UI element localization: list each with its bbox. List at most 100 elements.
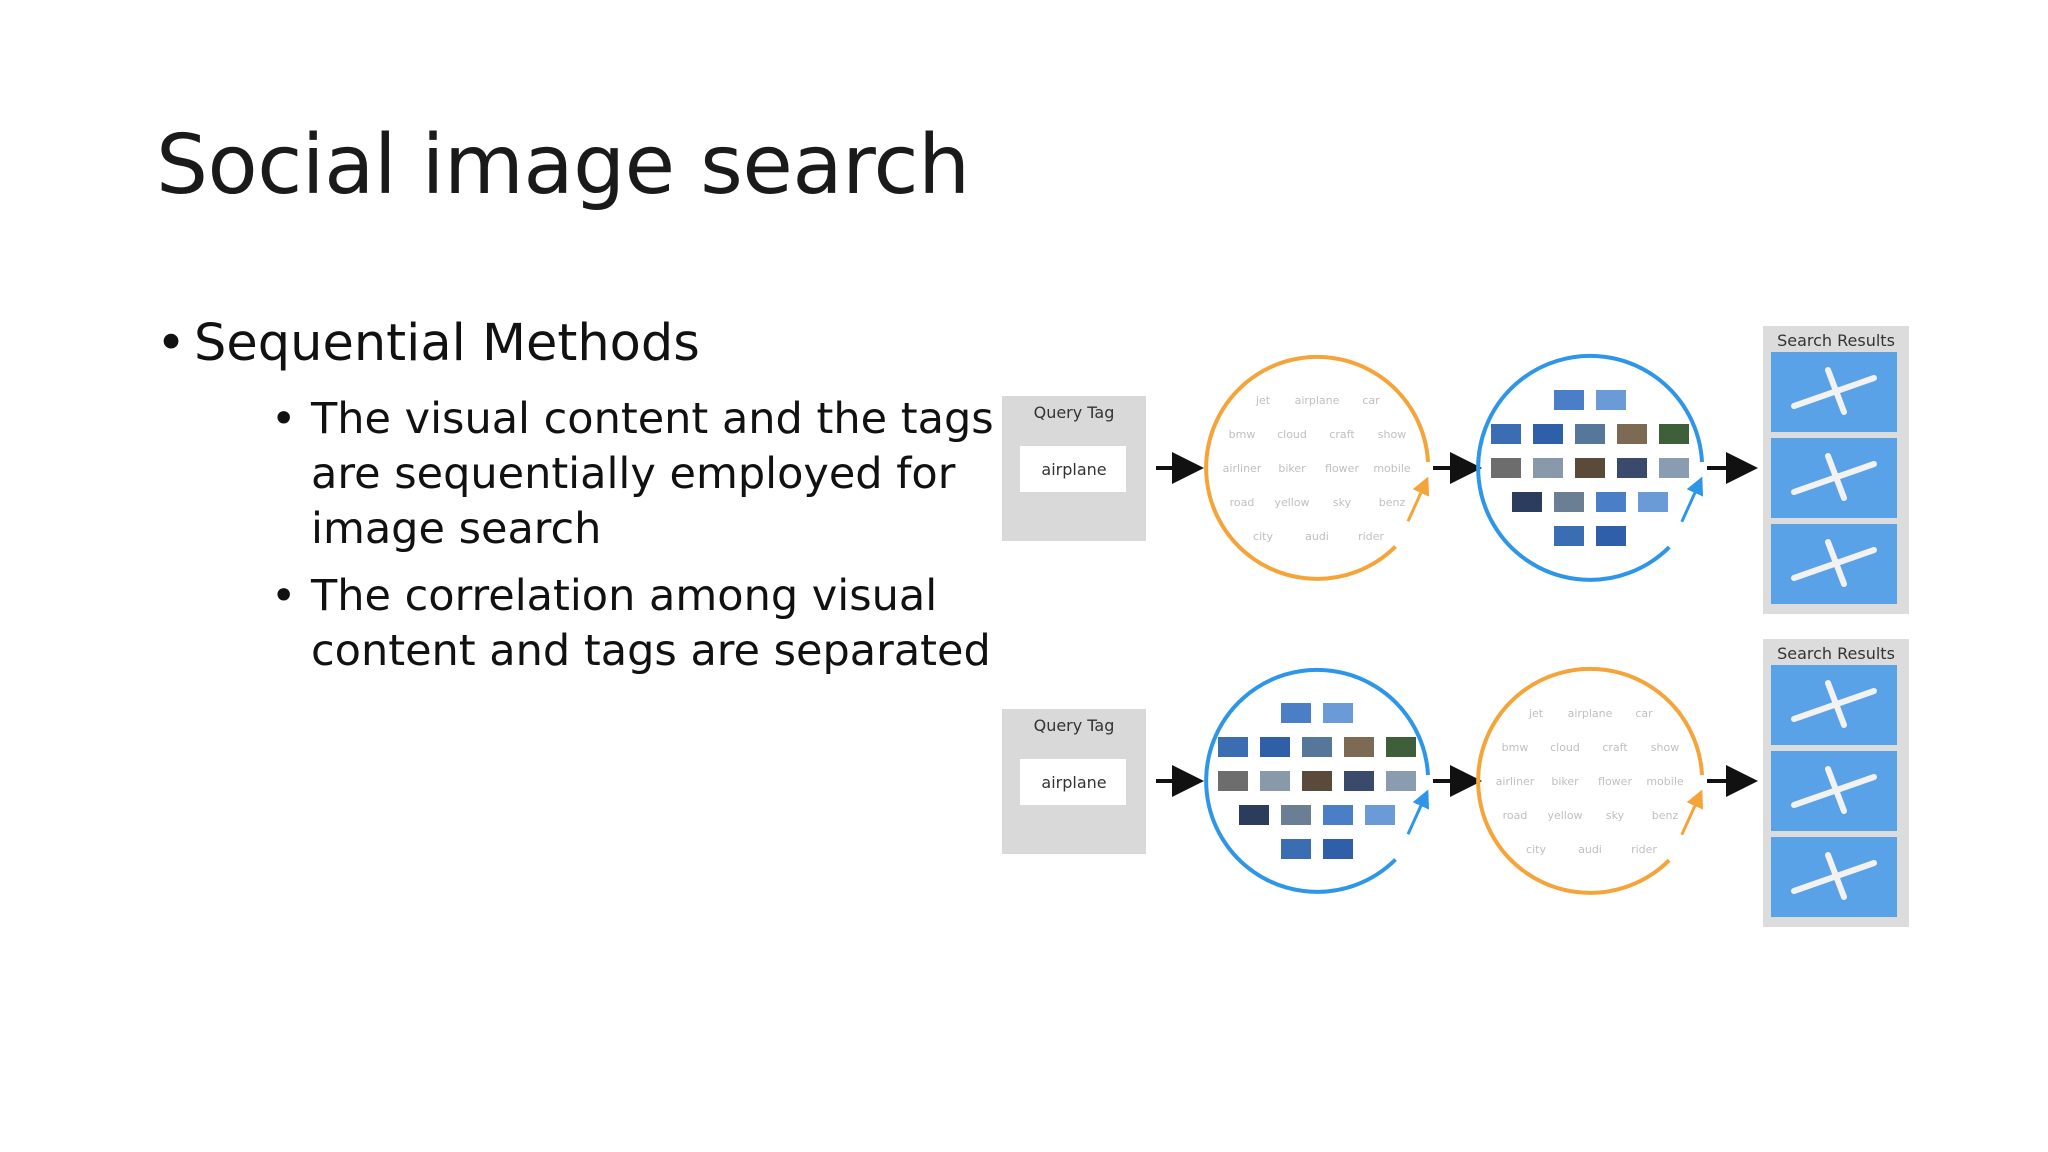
image-thumbnail [1260, 737, 1290, 757]
image-thumbnail [1575, 458, 1605, 478]
tag-word: mobile [1646, 775, 1684, 788]
image-thumbnail [1533, 424, 1563, 444]
airplane-icon [1791, 766, 1877, 814]
circle-arc [1204, 354, 1430, 581]
image-thumbnail [1596, 390, 1626, 410]
tag-word: sky [1333, 496, 1352, 509]
search-results-label: Search Results [1777, 644, 1895, 663]
image-thumbnail [1617, 458, 1647, 478]
bullet-list: • Sequential Methods • The visual conten… [156, 308, 994, 679]
bullet-text: Sequential Methods [194, 314, 700, 373]
image-thumbnail [1281, 805, 1311, 825]
tag-word: benz [1652, 809, 1679, 822]
image-thumbnail [1659, 424, 1689, 444]
query-tag-label: Query Tag [1034, 403, 1115, 422]
tag-word: rider [1358, 530, 1384, 543]
image-thumbnail [1281, 703, 1311, 723]
tag-word: sky [1606, 809, 1625, 822]
tag-word: yellow [1547, 809, 1582, 822]
circle-arc [1476, 666, 1704, 895]
tag-word: craft [1329, 428, 1355, 441]
image-thumbnail [1323, 805, 1353, 825]
tag-word: show [1651, 741, 1679, 754]
sub-bullet-line: The correlation among visual [311, 571, 938, 621]
image-thumbnail [1344, 737, 1374, 757]
image-thumbnail [1596, 526, 1626, 546]
tag-word: car [1362, 394, 1380, 407]
image-thumbnail [1218, 771, 1248, 791]
image-thumbnail [1260, 771, 1290, 791]
airplane-icon [1791, 539, 1877, 587]
tag-word: airliner [1223, 462, 1262, 475]
sub-bullet-line: image search [311, 504, 602, 554]
tag-word: airplane [1295, 394, 1340, 407]
tag-word: biker [1551, 775, 1579, 788]
sub-bullet-2: • The correlation among visual content a… [271, 569, 994, 679]
query-value: airplane [1041, 773, 1106, 792]
image-thumbnail [1638, 492, 1668, 512]
image-thumbnail [1512, 492, 1542, 512]
tag-word: jet [1255, 394, 1271, 407]
sub-bullet-line: content and tags are separated [311, 626, 991, 676]
image-thumbnail [1344, 771, 1374, 791]
bullet-sequential-methods: • Sequential Methods [156, 308, 994, 380]
circle-return-arrow [1406, 789, 1430, 835]
tag-word: rider [1631, 843, 1657, 856]
bullet-dot: • [271, 394, 297, 444]
query-tag-label: Query Tag [1034, 716, 1115, 735]
tag-word: yellow [1274, 496, 1309, 509]
image-thumbnail [1533, 458, 1563, 478]
tag-word: bmw [1229, 428, 1256, 441]
tag-word: flower [1325, 462, 1359, 475]
tag-word: audi [1305, 530, 1329, 543]
tag-word: jet [1528, 707, 1544, 720]
image-thumbnail [1596, 492, 1626, 512]
image-thumbnail [1218, 737, 1248, 757]
airplane-icon [1791, 367, 1877, 415]
image-thumbnail [1239, 805, 1269, 825]
image-thumbnail [1554, 390, 1584, 410]
image-thumbnail [1302, 737, 1332, 757]
tag-word: city [1253, 530, 1273, 543]
circle-return-arrow [1406, 476, 1430, 522]
slide-title: Social image search [156, 118, 970, 213]
bullet-dot: • [156, 314, 187, 373]
image-thumbnail [1491, 458, 1521, 478]
image-thumbnail [1554, 492, 1584, 512]
tag-word: audi [1578, 843, 1602, 856]
tag-word: cloud [1277, 428, 1307, 441]
tag-word: benz [1379, 496, 1406, 509]
image-thumbnail [1659, 458, 1689, 478]
tag-word: airliner [1496, 775, 1535, 788]
image-thumbnail [1386, 771, 1416, 791]
tag-word: road [1503, 809, 1528, 822]
query-input-box [1020, 759, 1126, 805]
image-thumbnail [1386, 737, 1416, 757]
tag-word: biker [1278, 462, 1306, 475]
tag-word: show [1378, 428, 1406, 441]
airplane-icon [1791, 680, 1877, 728]
sub-bullet-1: • The visual content and the tags are se… [271, 392, 994, 557]
circle-return-arrow [1680, 789, 1704, 836]
image-thumbnail [1281, 839, 1311, 859]
sub-bullet-line: The visual content and the tags [311, 394, 994, 444]
tag-word: car [1635, 707, 1653, 720]
image-thumbnail [1575, 424, 1605, 444]
query-value: airplane [1041, 460, 1106, 479]
tag-word: flower [1598, 775, 1632, 788]
tag-word: mobile [1373, 462, 1411, 475]
tag-word: bmw [1502, 741, 1529, 754]
bullet-dot: • [271, 571, 297, 621]
tag-word: cloud [1550, 741, 1580, 754]
tag-word: road [1230, 496, 1255, 509]
circle-arc [1476, 353, 1704, 582]
image-thumbnail [1617, 424, 1647, 444]
sub-bullet-line: are sequentially employed for [311, 449, 956, 499]
image-thumbnail [1554, 526, 1584, 546]
circle-return-arrow [1680, 476, 1704, 523]
image-thumbnail [1302, 771, 1332, 791]
airplane-icon [1791, 453, 1877, 501]
tag-word: city [1526, 843, 1546, 856]
